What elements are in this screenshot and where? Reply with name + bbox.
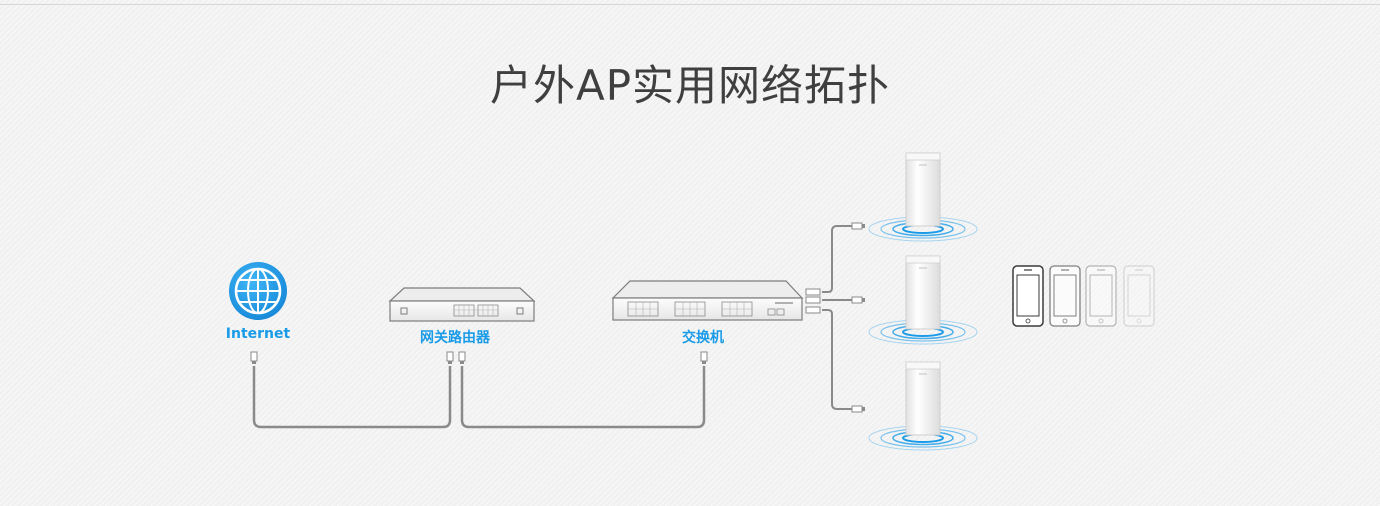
globe-icon xyxy=(229,262,287,320)
internet-label: Internet xyxy=(225,326,291,342)
smartphone-icon xyxy=(1123,265,1155,327)
smartphone-icon xyxy=(1049,265,1081,327)
switch-label: 交换机 xyxy=(682,330,724,346)
ethernet-plug-icon xyxy=(458,351,466,365)
cable-internet-router xyxy=(252,366,452,429)
switch-icon xyxy=(611,280,804,321)
ethernet-plug-icon xyxy=(446,351,454,365)
ethernet-plug-icon xyxy=(851,296,866,304)
cable-router-switch xyxy=(460,366,706,429)
ethernet-plug-icon xyxy=(250,351,258,365)
ethernet-plug-icon xyxy=(851,405,866,413)
ethernet-plug-icon xyxy=(851,222,866,230)
router-label: 网关路由器 xyxy=(420,330,490,346)
cable-switch-ap1 xyxy=(822,225,852,293)
smartphone-icon xyxy=(1012,265,1044,327)
outdoor-ap-icon xyxy=(868,361,978,451)
smartphone-icon xyxy=(1085,265,1117,327)
page-title: 户外AP实用网络拓扑 xyxy=(489,61,891,110)
router-icon xyxy=(388,287,536,322)
ethernet-plug-icon xyxy=(805,288,821,314)
cable-switch-ap3 xyxy=(822,309,852,410)
outdoor-ap-icon xyxy=(868,152,978,242)
outdoor-ap-icon xyxy=(868,255,978,345)
top-divider xyxy=(0,4,1380,5)
ethernet-plug-icon xyxy=(700,351,708,365)
